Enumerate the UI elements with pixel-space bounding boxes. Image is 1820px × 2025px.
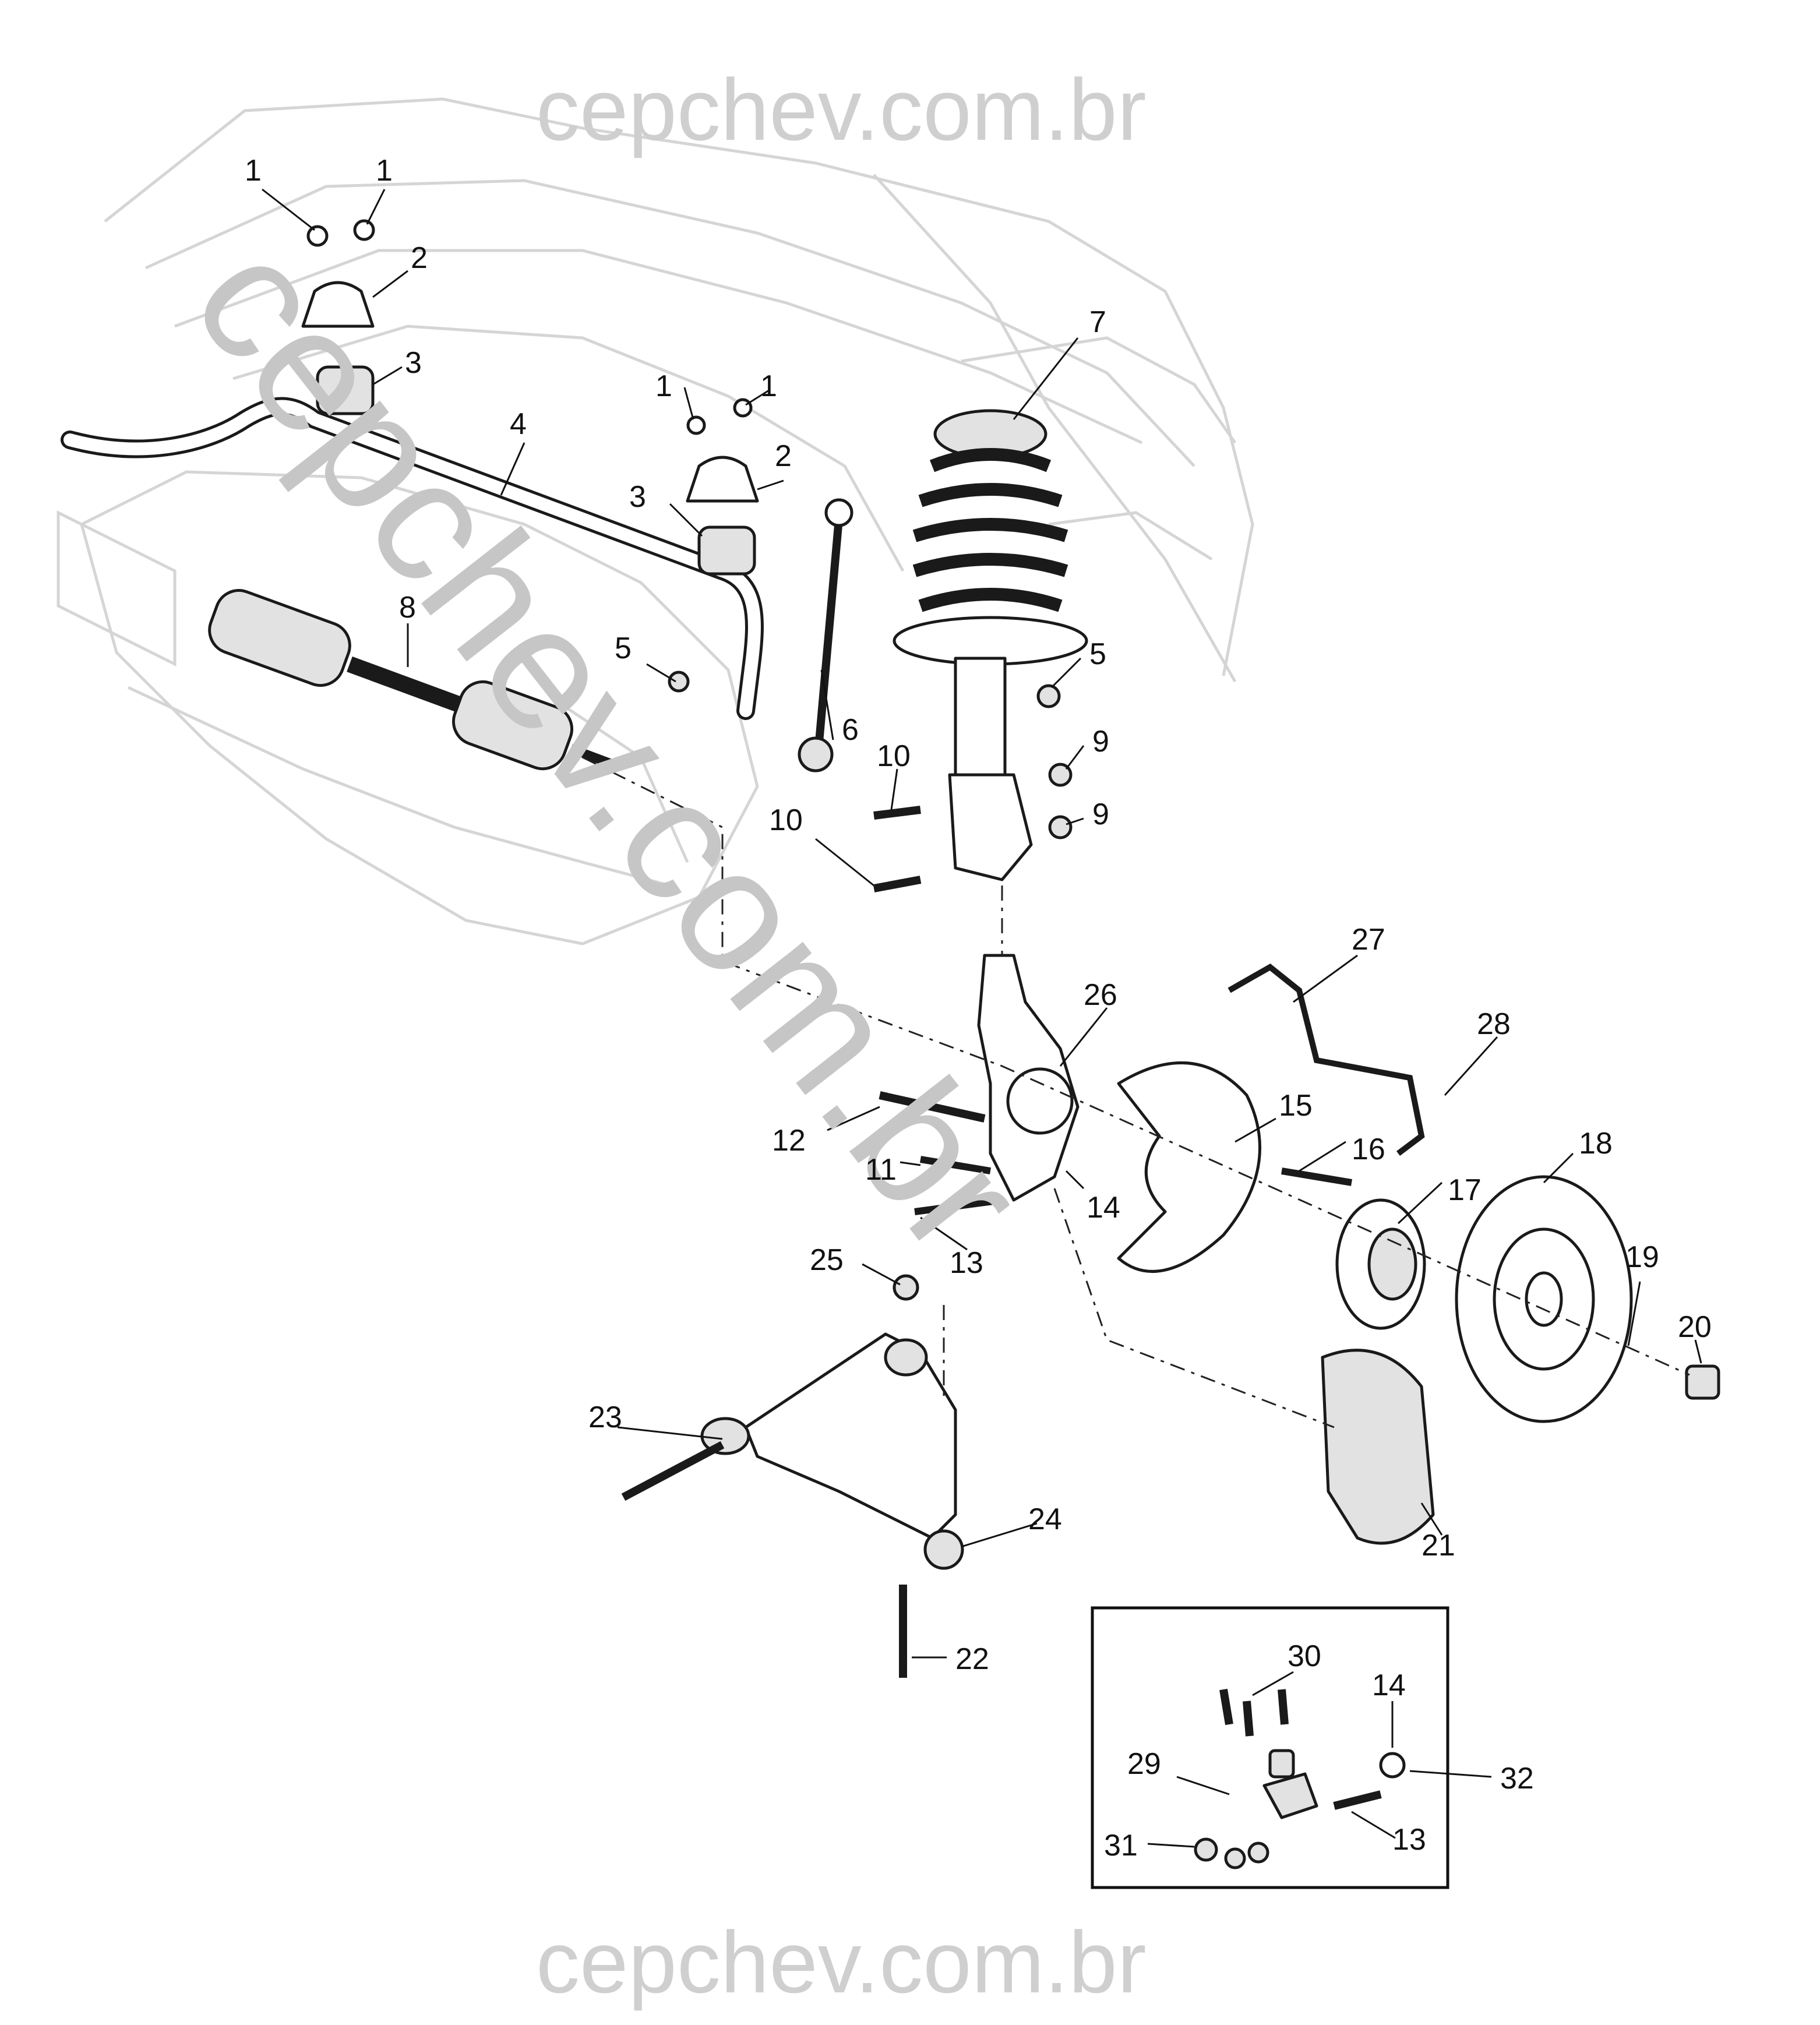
- callout-label: 14: [1372, 1668, 1406, 1702]
- watermark-diagonal: cepchev.com.br: [156, 206, 1063, 1289]
- stabilizer-bar: [61, 397, 764, 720]
- callout-label: 26: [1084, 978, 1117, 1012]
- watermark-bottom: cepchev.com.br: [536, 1913, 1147, 2011]
- callout-label: 15: [1279, 1089, 1313, 1123]
- callout-label: 5: [615, 632, 632, 665]
- callout-label: 1: [655, 369, 672, 403]
- callout-label: 30: [1288, 1639, 1321, 1673]
- callout-label: 9: [1092, 725, 1109, 759]
- callout-label: 19: [1625, 1240, 1659, 1274]
- callout-label: 27: [1352, 923, 1385, 957]
- callout-label: 18: [1579, 1127, 1613, 1160]
- callout-label: 5: [1089, 637, 1106, 671]
- callout-label: 11: [865, 1153, 897, 1187]
- callout-label: 13: [950, 1246, 983, 1280]
- bolts: [621, 671, 1352, 1678]
- callout-label: 21: [1422, 1529, 1455, 1562]
- stabilizer-clamp-right: [686, 398, 759, 576]
- callout-label: 32: [1500, 1762, 1534, 1795]
- alignment-lines: [582, 756, 1690, 1428]
- callout-label: 2: [411, 241, 428, 275]
- callout-label: 1: [760, 369, 777, 403]
- ghost-vehicle-body: [57, 97, 1254, 946]
- callout-label: 6: [842, 713, 859, 747]
- callout-label: 7: [1089, 305, 1106, 339]
- callout-label: 3: [629, 480, 646, 514]
- stabilizer-link: [798, 498, 853, 772]
- callout-label: 25: [810, 1243, 844, 1277]
- lower-control-arm: [700, 1332, 964, 1570]
- callout-label: 31: [1104, 1829, 1138, 1862]
- callout-label: 1: [376, 154, 393, 188]
- callout-label: 14: [1087, 1191, 1120, 1225]
- stabilizer-clamp-left: [301, 219, 375, 415]
- callout-label: 20: [1678, 1310, 1712, 1344]
- callout-label: 10: [877, 739, 911, 773]
- callout-label: 23: [588, 1400, 622, 1434]
- hub-bearing: [1335, 1198, 1426, 1330]
- wheel-speed-sensor: [1228, 963, 1425, 1156]
- detail-box-ball-joint: [1091, 1606, 1492, 1889]
- drive-shaft: [208, 589, 619, 771]
- callout-label: 13: [1392, 1823, 1426, 1857]
- callout-label: 22: [955, 1642, 989, 1676]
- leader-lines: [262, 188, 1702, 1659]
- callout-label: 9: [1092, 798, 1109, 831]
- strut-assembly: [893, 409, 1088, 881]
- callout-label: 3: [405, 346, 422, 380]
- callout-labels: 1 1 2 3 4 1 1 2 3 5 6 7 5 8 9 9 10 10 27…: [245, 154, 1712, 1862]
- callout-label: 16: [1352, 1133, 1385, 1166]
- callout-label: 29: [1127, 1747, 1161, 1781]
- brake-rotor: [1455, 1175, 1633, 1423]
- steering-knuckle: [977, 954, 1080, 1202]
- brake-caliper: [1321, 1349, 1435, 1545]
- callout-label: 2: [775, 439, 792, 473]
- callout-label: 10: [769, 803, 803, 837]
- callout-label: 12: [772, 1124, 806, 1158]
- callout-label: 1: [245, 154, 262, 188]
- splash-shield: [1117, 1061, 1261, 1273]
- watermark-top: cepchev.com.br: [536, 61, 1147, 158]
- callout-label: 17: [1448, 1173, 1482, 1207]
- callout-label: 28: [1477, 1007, 1511, 1041]
- callout-label: 4: [510, 407, 527, 441]
- hub-nut: [1685, 1364, 1720, 1400]
- callout-label: 8: [399, 591, 416, 625]
- callout-label: 24: [1028, 1502, 1062, 1536]
